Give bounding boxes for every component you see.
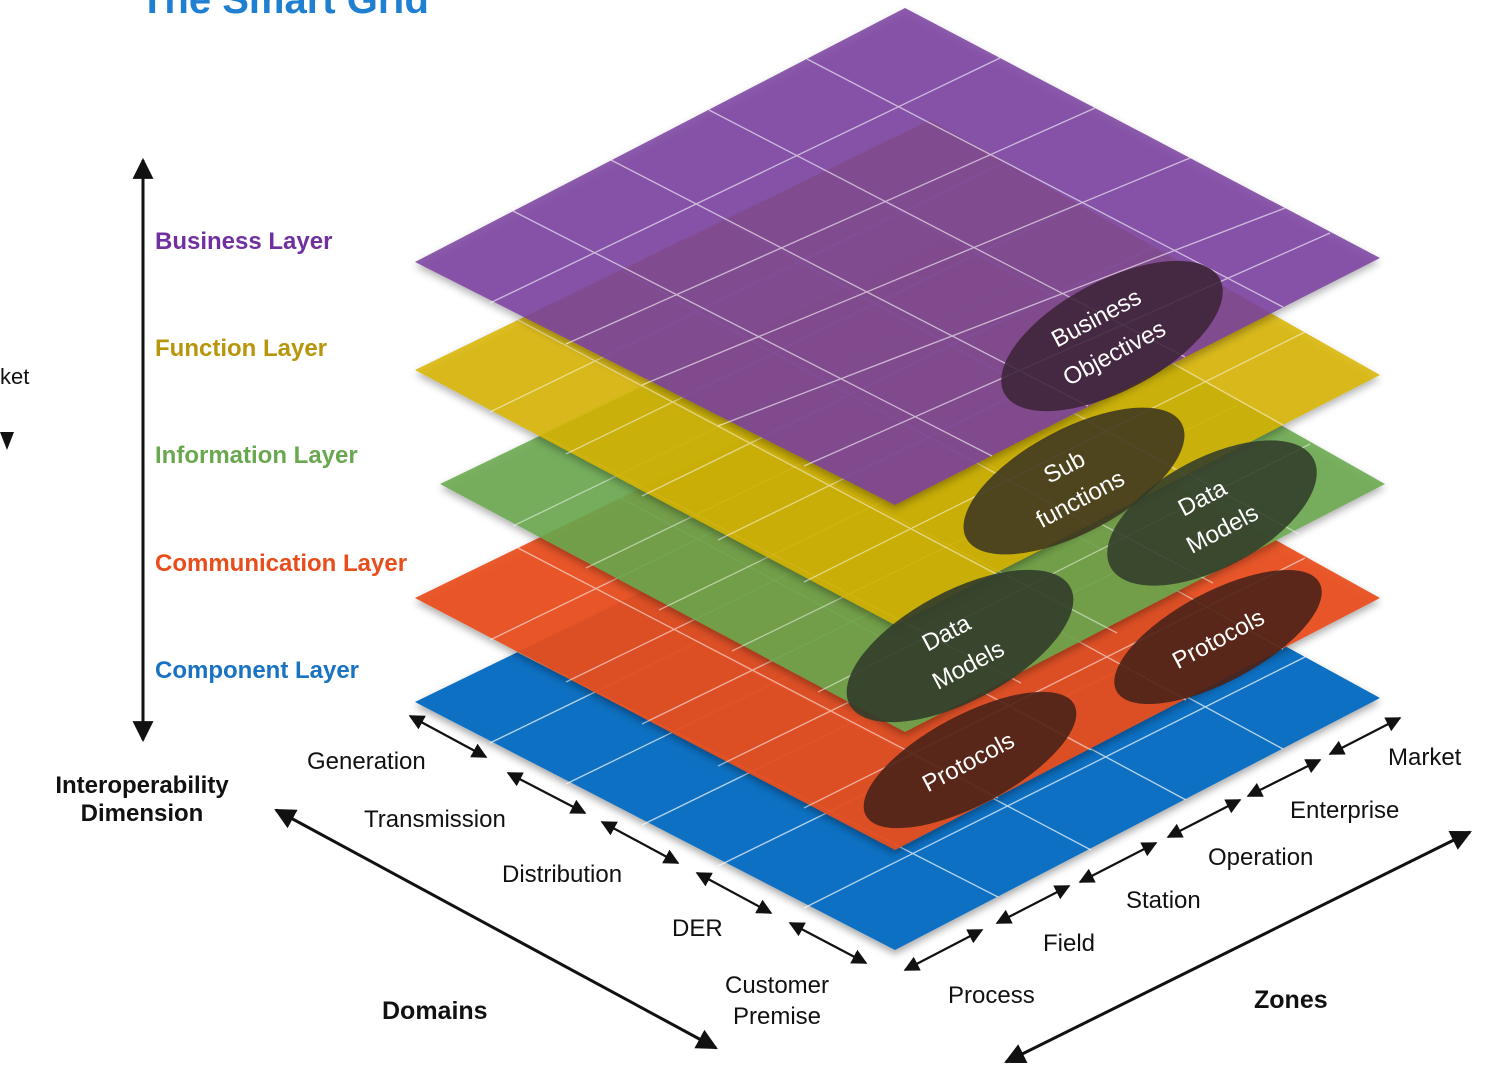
zone-field: Field [1043,930,1096,957]
oval-data-models-left: Data Models [846,569,1074,723]
zone-station: Station [1126,887,1201,914]
domain-customer-premise: Customer Premise [705,972,849,1031]
domain-customer-line1: Customer [724,972,830,999]
zone-enterprise: Enterprise [1290,797,1400,824]
interoperability-line2: Dimension [80,800,204,827]
zone-operation: Operation [1208,844,1314,871]
oval-sub-functions: Sub functions [963,407,1185,555]
domain-der: DER [672,915,723,942]
information-layer-label: Information Layer [155,442,358,469]
interoperability-line1: Interoperability [55,772,229,799]
business-layer-label: Business Layer [155,228,333,255]
zone-market: Market [1388,744,1462,771]
domain-customer-line2: Premise [732,1003,822,1030]
diagram-title: The Smart Grid [140,0,429,22]
zone-process: Process [948,982,1035,1009]
zones-heading: Zones [1254,986,1328,1014]
domains-heading: Domains [382,997,488,1025]
cropped-arrow-head [0,432,14,450]
domain-transmission: Transmission [364,806,506,833]
oval-protocols-left: Protocols [863,691,1077,829]
oval-protocols-right: Protocols [1114,569,1322,705]
component-layer-label: Component Layer [155,657,360,684]
domain-distribution: Distribution [502,861,623,888]
domains-axis-arrow [274,808,718,1050]
domain-generation: Generation [307,748,426,775]
interoperability-dimension-label: Interoperability Dimension [20,772,264,828]
zones-axis-arrow [1004,830,1472,1064]
oval-business-objectives: Business Objectives [1001,260,1223,412]
oval-data-models-right: Data Models [1107,440,1317,586]
cropped-label-fragment: ket [0,364,30,389]
function-layer-label: Function Layer [155,335,328,362]
communication-layer-label: Communication Layer [155,550,408,577]
